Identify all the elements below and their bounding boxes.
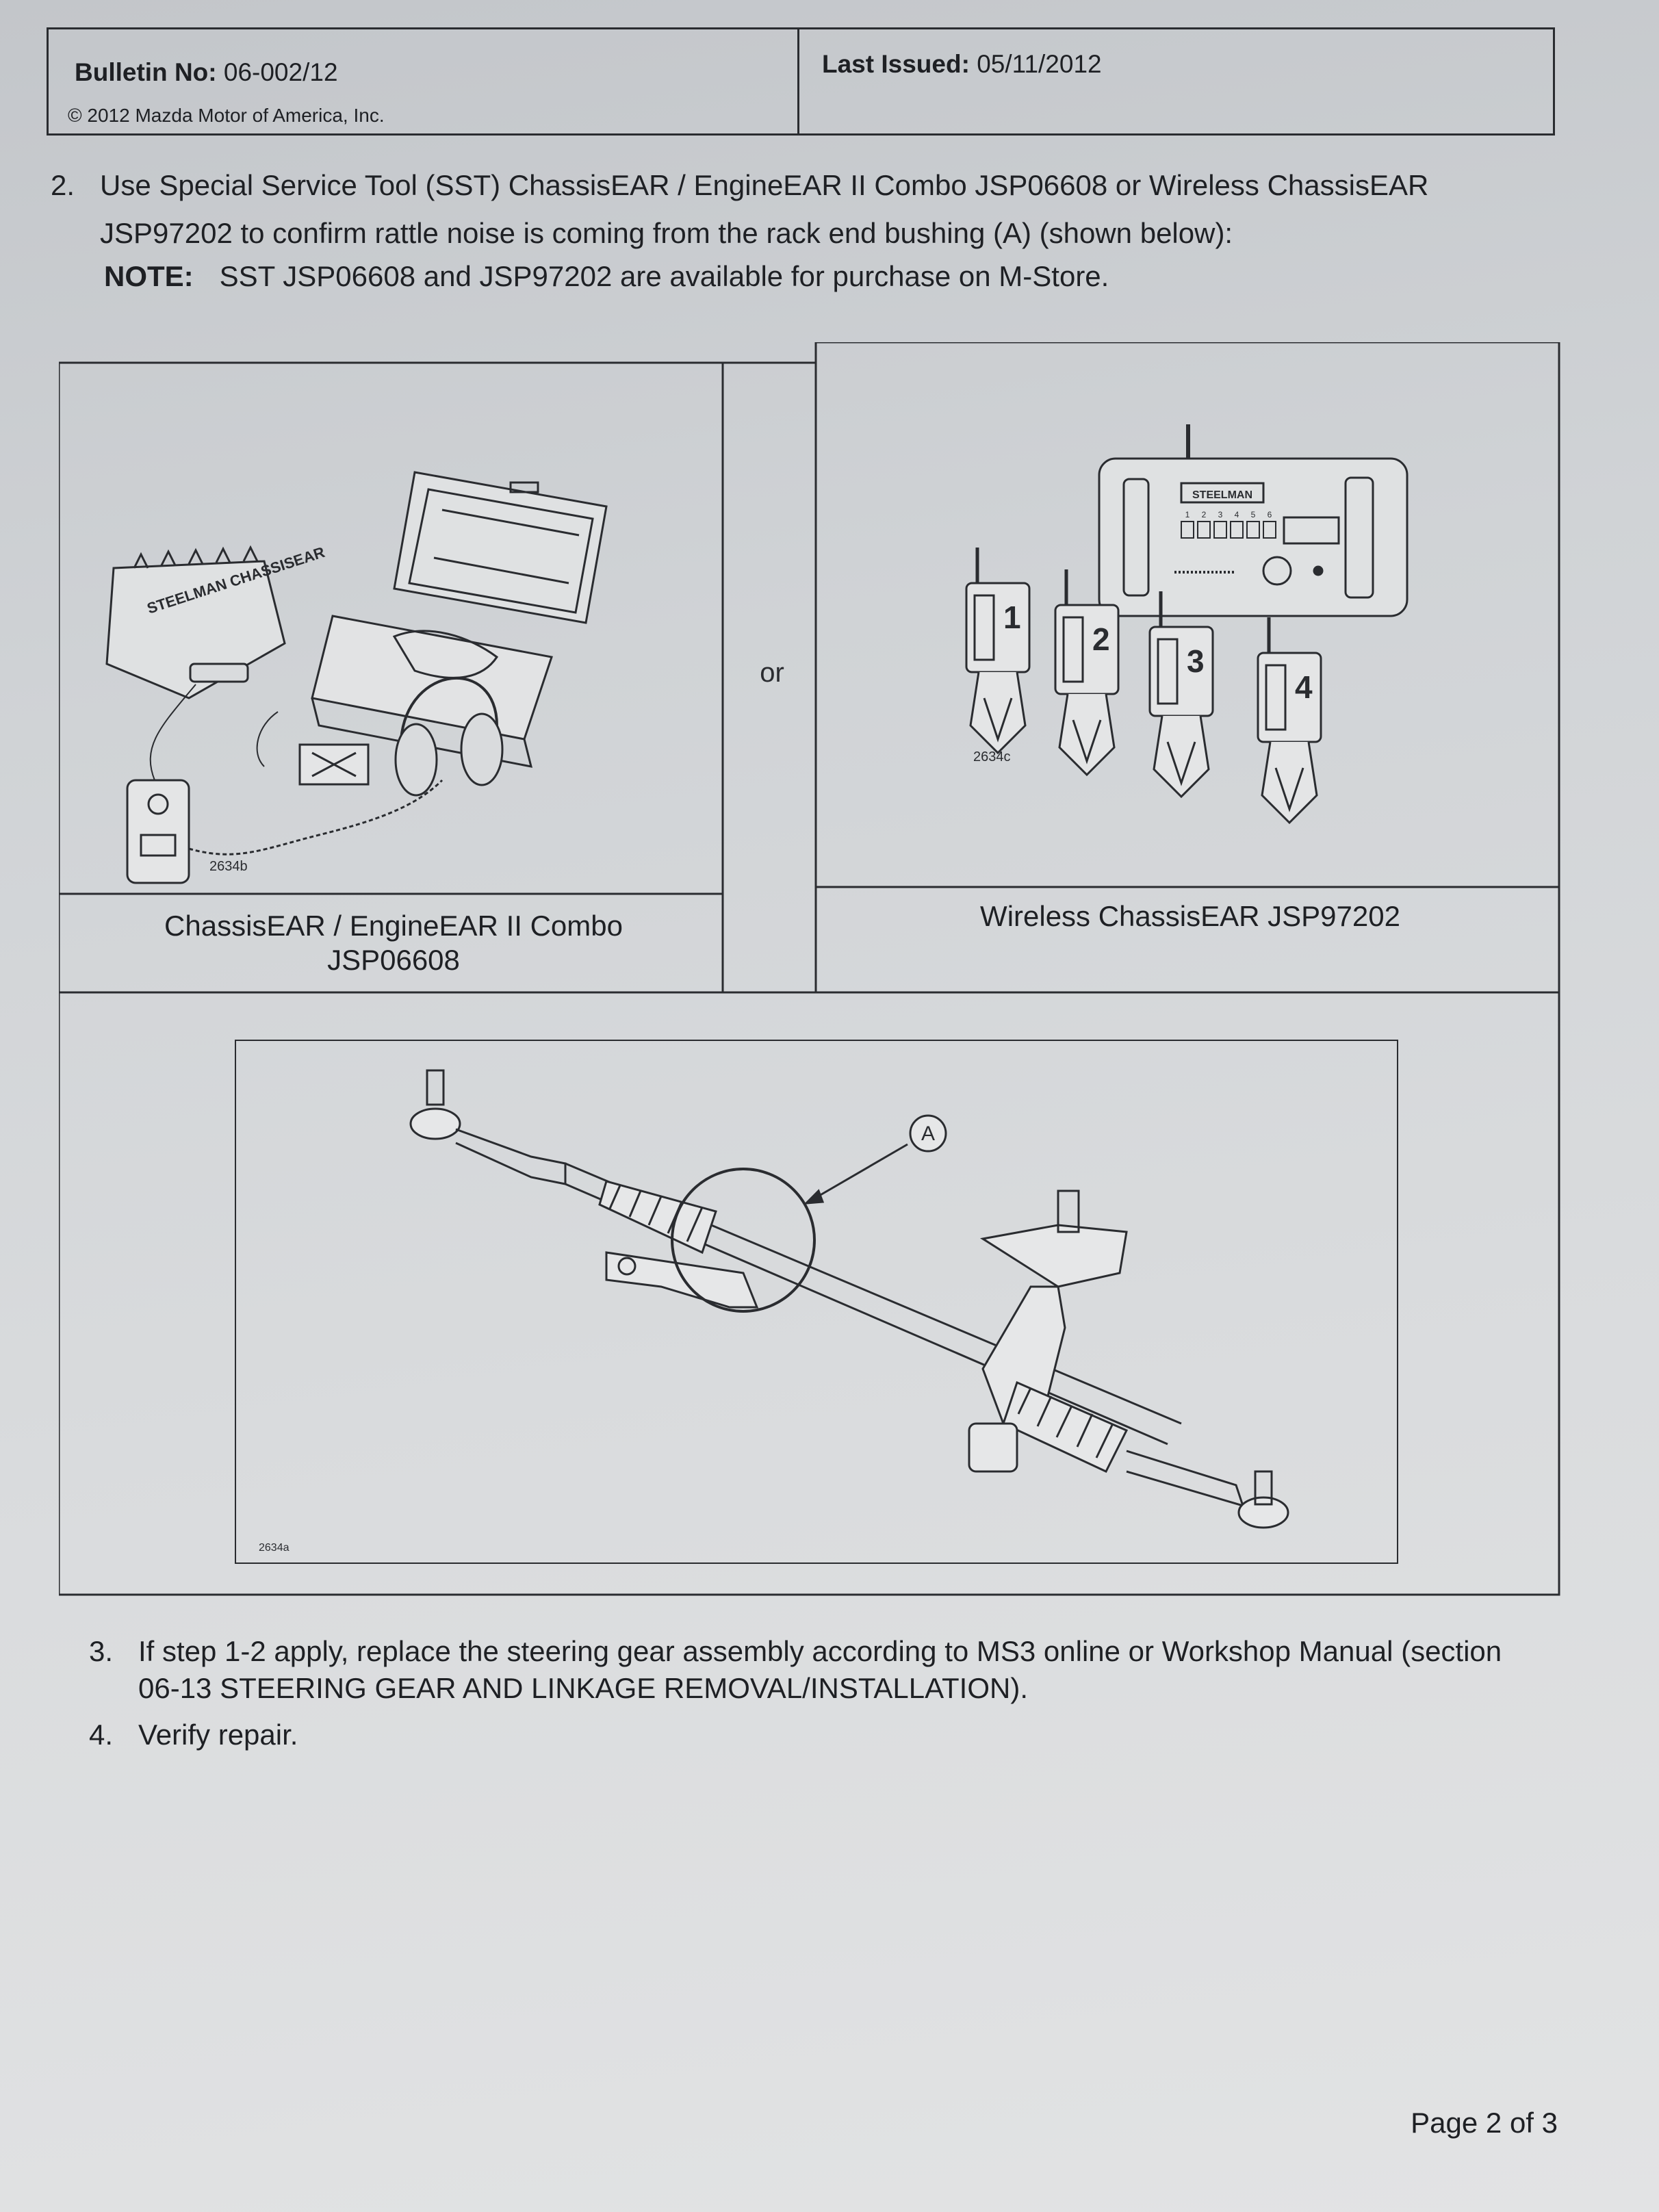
left-figure-id: 2634b bbox=[209, 859, 248, 874]
steering-gear-frame bbox=[235, 1040, 1398, 1564]
step-4: 4. Verify repair. bbox=[89, 1716, 910, 1753]
note: NOTE: SST JSP06608 and JSP97202 are avail… bbox=[104, 260, 1109, 293]
channel-number: 5 bbox=[1251, 510, 1256, 519]
last-issued: Last Issued: 05/11/2012 bbox=[822, 50, 1102, 79]
bulletin-value: 06-002/12 bbox=[223, 58, 338, 86]
receiver-channel-numbers: 1 2 3 4 5 6 bbox=[1185, 510, 1272, 519]
transmitter-number: 2 bbox=[1092, 621, 1110, 657]
left-caption-line-1: ChassisEAR / EngineEAR II Combo bbox=[164, 910, 623, 942]
note-text: SST JSP06608 and JSP97202 are available … bbox=[219, 260, 1109, 292]
step-3-line-1: If step 1-2 apply, replace the steering … bbox=[138, 1635, 1502, 1667]
step-2-line-1: Use Special Service Tool (SST) ChassisEA… bbox=[100, 169, 1429, 201]
channel-number: 2 bbox=[1202, 510, 1207, 519]
bottom-figure-frame bbox=[59, 991, 1560, 1596]
figure-panel: STEELMAN CHASSISEAR 2634b or bbox=[59, 342, 1560, 1596]
step-3-line-2: 06-13 STEERING GEAR AND LINKAGE REMOVAL/… bbox=[138, 1672, 1029, 1704]
page-number: Page 2 of 3 bbox=[1411, 2107, 1558, 2139]
bulletin-header: Bulletin No: 06-002/12 © 2012 Mazda Moto… bbox=[47, 27, 1555, 136]
header-divider bbox=[797, 29, 799, 133]
transmitter-numbers: 1 2 3 4 bbox=[1003, 600, 1313, 705]
step-3: 3. If step 1-2 apply, replace the steeri… bbox=[89, 1633, 1581, 1707]
channel-number: 1 bbox=[1185, 510, 1190, 519]
bulletin-number: Bulletin No: 06-002/12 bbox=[75, 58, 338, 87]
chassisear-kit-illustration: STEELMAN CHASSISEAR bbox=[105, 471, 608, 884]
right-figure-id: 2634c bbox=[973, 749, 1011, 764]
copyright-text: © 2012 Mazda Motor of America, Inc. bbox=[68, 105, 385, 126]
bottom-figure-id: 2634a bbox=[259, 1542, 290, 1554]
step-2-number: 2. bbox=[51, 169, 75, 201]
wireless-chassisear-illustration bbox=[965, 424, 1409, 825]
receiver-brand: STEELMAN bbox=[1192, 489, 1252, 501]
step-2-line-2: JSP97202 to confirm rattle noise is comi… bbox=[100, 217, 1233, 249]
issued-label: Last Issued: bbox=[822, 50, 970, 78]
step-3-number: 3. bbox=[89, 1635, 114, 1667]
channel-number: 3 bbox=[1218, 510, 1223, 519]
right-figure-caption: Wireless ChassisEAR JSP97202 bbox=[980, 900, 1400, 932]
or-text: or bbox=[760, 658, 784, 688]
step-4-text: Verify repair. bbox=[138, 1719, 298, 1751]
step-2: 2. Use Special Service Tool (SST) Chassi… bbox=[51, 167, 1556, 252]
channel-number: 4 bbox=[1235, 510, 1239, 519]
left-caption-line-2: JSP06608 bbox=[327, 944, 460, 976]
callout-a-label: A bbox=[921, 1122, 935, 1145]
step-4-number: 4. bbox=[89, 1719, 114, 1751]
transmitter-number: 3 bbox=[1187, 643, 1205, 679]
transmitter-number: 1 bbox=[1003, 600, 1021, 635]
bulletin-label: Bulletin No: bbox=[75, 58, 217, 86]
transmitter-number: 4 bbox=[1295, 669, 1313, 705]
channel-number: 6 bbox=[1268, 510, 1272, 519]
note-label: NOTE: bbox=[104, 260, 194, 292]
issued-value: 05/11/2012 bbox=[977, 50, 1102, 78]
left-figure-caption: ChassisEAR / EngineEAR II Combo JSP06608 bbox=[62, 909, 725, 977]
steering-gear-illustration bbox=[409, 1069, 1289, 1529]
